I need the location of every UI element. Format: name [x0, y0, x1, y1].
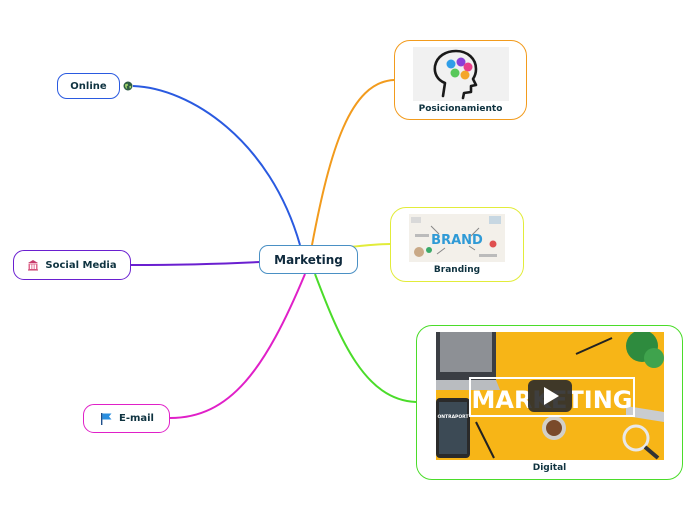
- topic-email-label: E-mail: [118, 413, 154, 424]
- ontraport-text: ONTRAPORT: [437, 414, 469, 420]
- brand-image-text: BRAND: [431, 233, 483, 248]
- topic-online-label: Online: [70, 80, 107, 92]
- topic-branding[interactable]: BRAND Branding: [390, 207, 524, 282]
- topic-posicionamiento-label: Posicionamiento: [418, 104, 503, 114]
- connector-social-media: [130, 261, 261, 266]
- connector-posicionamiento: [311, 79, 395, 246]
- digital-video-thumbnail: ONTRAPORT MARKETING: [435, 332, 664, 460]
- topic-posicionamiento[interactable]: Posicionamiento: [394, 40, 527, 120]
- central-topic[interactable]: Marketing: [259, 245, 358, 274]
- connector-digital: [314, 273, 417, 403]
- central-topic-label: Marketing: [274, 252, 343, 267]
- globe-icon: [123, 81, 133, 91]
- connector-online: [132, 85, 301, 246]
- topic-social-media[interactable]: Social Media: [13, 250, 131, 280]
- topic-digital[interactable]: ONTRAPORT MARKETING Digital: [416, 325, 683, 480]
- building-icon: [28, 260, 39, 271]
- flag-icon: [100, 412, 112, 425]
- brand-sketch-image: BRAND: [409, 214, 505, 262]
- topic-branding-label: Branding: [433, 265, 481, 275]
- head-gears-image: [412, 47, 509, 101]
- topic-email[interactable]: E-mail: [83, 404, 170, 433]
- play-icon[interactable]: [527, 380, 572, 412]
- topic-online[interactable]: Online: [57, 73, 120, 99]
- topic-social-media-label: Social Media: [45, 259, 117, 271]
- connector-email: [169, 273, 306, 419]
- topic-digital-label: Digital: [532, 463, 567, 473]
